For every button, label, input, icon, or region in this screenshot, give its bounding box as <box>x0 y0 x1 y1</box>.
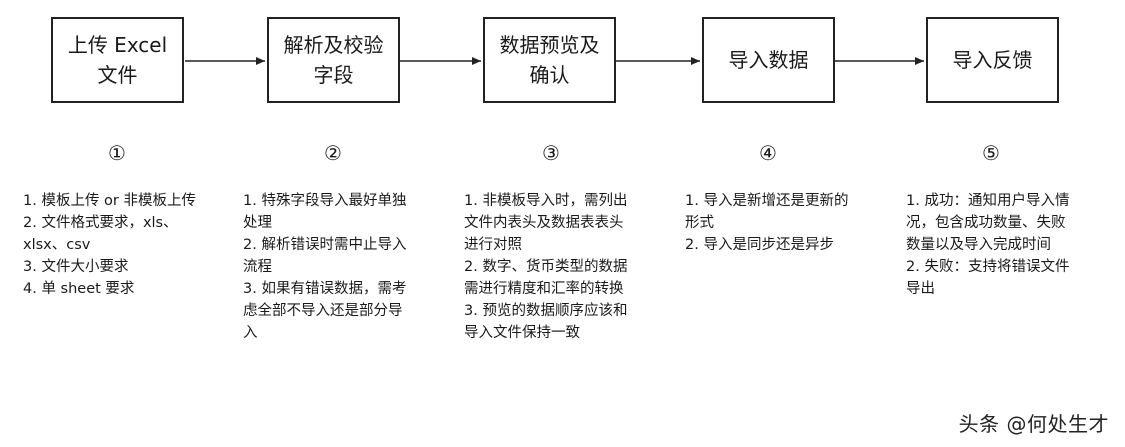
step-1-number: ① <box>108 141 126 165</box>
step-5-note: 数量以及导入完成时间 <box>906 237 1051 253</box>
step-5-note: 2. 失败：支持将错误文件 <box>906 259 1070 275</box>
step-2-number: ② <box>324 141 342 165</box>
step-5-title: 导入反馈 <box>952 48 1033 72</box>
step-3-title: 数据预览及 确认 <box>499 33 600 87</box>
step-4-notes: 1. 导入是新增还是更新的 形式 2. 导入是同步还是异步 <box>685 190 848 256</box>
step-2-box: 解析及校验 字段 <box>267 17 400 103</box>
step-3-note: 需进行精度和汇率的转换 <box>464 281 624 297</box>
step-4-note: 形式 <box>685 215 714 231</box>
step-2-note: 3. 如果有错误数据，需考 <box>243 281 407 297</box>
step-1-note: 2. 文件格式要求，xls、 <box>23 215 178 231</box>
step-2-notes: 1. 特殊字段导入最好单独 处理 2. 解析错误时需中止导入 流程 3. 如果有… <box>243 190 406 344</box>
step-2-title: 解析及校验 字段 <box>283 33 384 87</box>
step-5-box: 导入反馈 <box>926 17 1059 103</box>
watermark: 头条 @何处生才 <box>958 412 1109 436</box>
step-5-notes: 1. 成功：通知用户导入情 况，包含成功数量、失败 数量以及导入完成时间 2. … <box>906 190 1069 300</box>
step-5-number: ⑤ <box>982 141 1000 165</box>
step-1-notes: 1. 模板上传 or 非模板上传 2. 文件格式要求，xls、 xlsx、csv… <box>23 190 196 300</box>
step-3-note: 3. 预览的数据顺序应该和 <box>464 303 628 319</box>
step-1-note: xlsx、csv <box>23 237 91 253</box>
step-5-note: 1. 成功：通知用户导入情 <box>906 193 1070 209</box>
step-4-title: 导入数据 <box>728 48 809 72</box>
step-3-number: ③ <box>542 141 560 165</box>
step-2-note: 流程 <box>243 259 272 275</box>
step-3-notes: 1. 非模板导入时，需列出 文件内表头及数据表表头 进行对照 2. 数字、货币类… <box>464 190 627 344</box>
step-1-title: 上传 Excel 文件 <box>67 33 168 87</box>
step-3-note: 2. 数字、货币类型的数据 <box>464 259 628 275</box>
step-3-note: 1. 非模板导入时，需列出 <box>464 193 628 209</box>
step-3-note: 文件内表头及数据表表头 <box>464 215 624 231</box>
step-5-note: 导出 <box>906 281 935 297</box>
step-2-note: 虑全部不导入还是部分导 <box>243 303 403 319</box>
step-2-note: 处理 <box>243 215 272 231</box>
step-4-box: 导入数据 <box>702 17 835 103</box>
step-5-note: 况，包含成功数量、失败 <box>906 215 1066 231</box>
step-1-box: 上传 Excel 文件 <box>51 17 184 103</box>
step-3-box: 数据预览及 确认 <box>483 17 616 103</box>
step-2-note: 入 <box>243 325 258 341</box>
step-3-note: 导入文件保持一致 <box>464 325 580 341</box>
step-1-note: 3. 文件大小要求 <box>23 259 129 275</box>
step-4-note: 1. 导入是新增还是更新的 <box>685 193 849 209</box>
step-1-note: 1. 模板上传 or 非模板上传 <box>23 193 196 209</box>
step-2-note: 2. 解析错误时需中止导入 <box>243 237 407 253</box>
step-4-number: ④ <box>759 141 777 165</box>
step-2-note: 1. 特殊字段导入最好单独 <box>243 193 407 209</box>
step-3-note: 进行对照 <box>464 237 522 253</box>
step-1-note: 4. 单 sheet 要求 <box>23 281 135 297</box>
step-4-note: 2. 导入是同步还是异步 <box>685 237 834 253</box>
